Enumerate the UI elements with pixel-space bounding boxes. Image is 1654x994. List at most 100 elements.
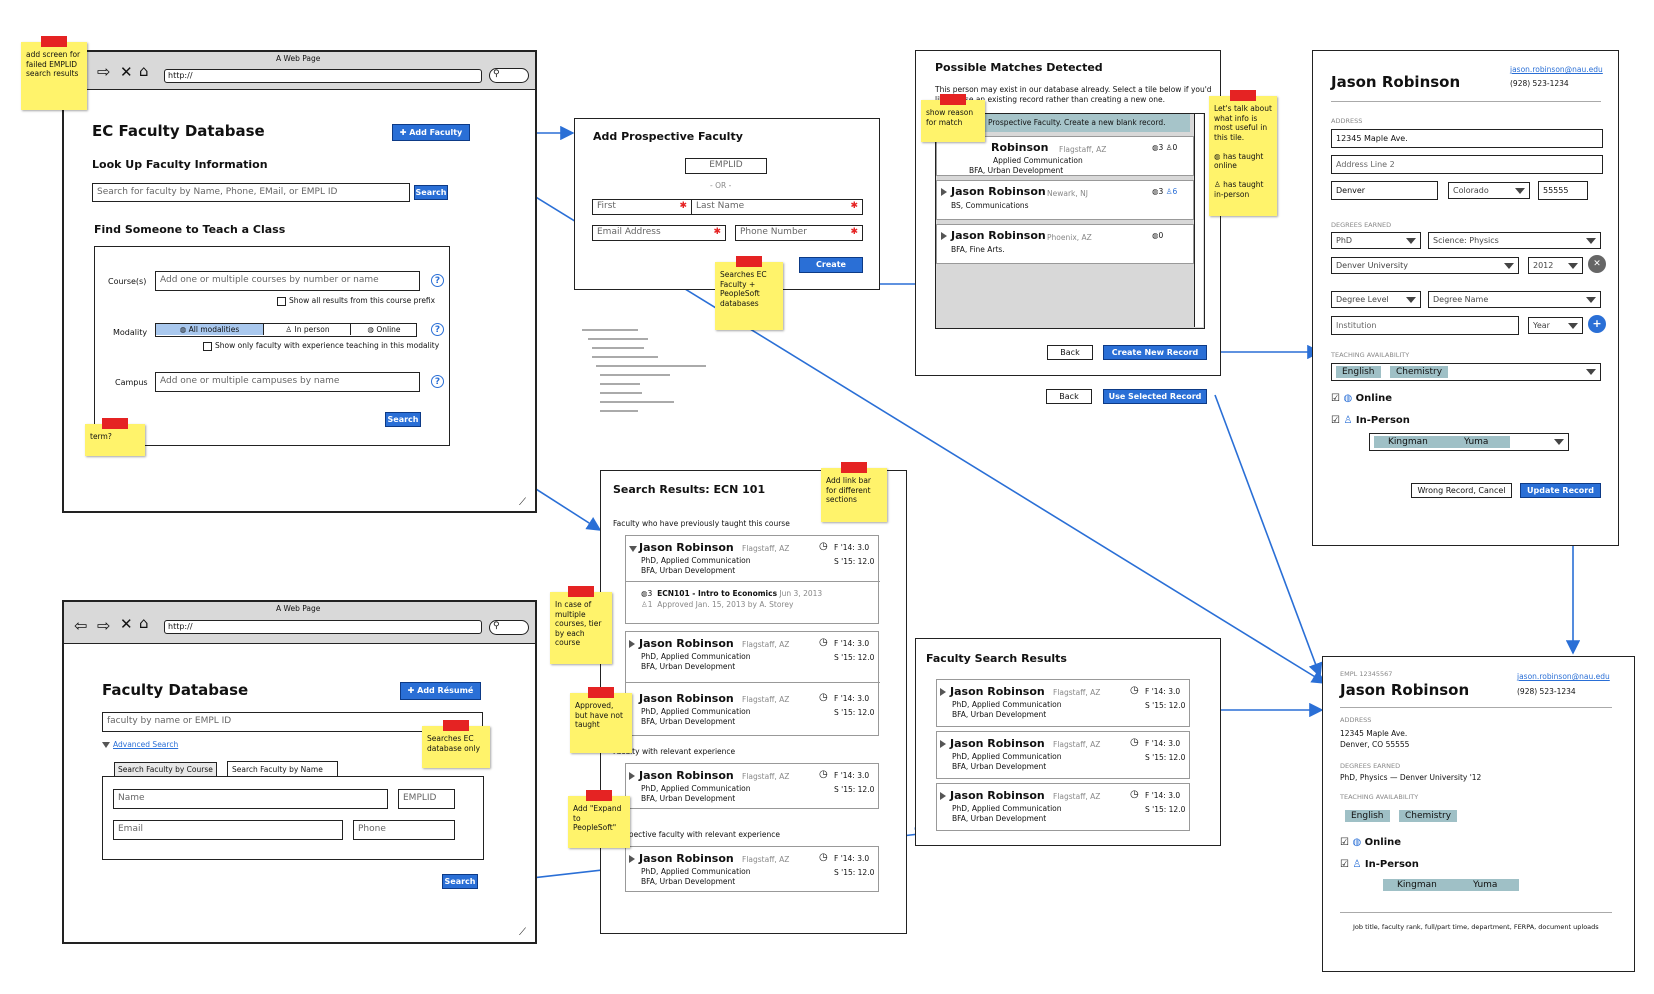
field-select[interactable]: Science: Physics <box>1428 232 1601 249</box>
expand-icon[interactable] <box>941 187 950 197</box>
create-new-record-button[interactable]: Create New Record <box>1103 345 1207 360</box>
degree-level-select[interactable]: Degree Level <box>1331 291 1421 308</box>
result-card[interactable]: Jason Robinson Flagstaff, AZ PhD, Applie… <box>936 731 1190 779</box>
record-email[interactable]: jason.robinson@nau.edu <box>1510 65 1603 74</box>
use-selected-record-button[interactable]: Use Selected Record <box>1103 389 1207 404</box>
create-blank-banner[interactable]: Prospective Faculty. Create a new blank … <box>936 114 1190 132</box>
lookup-search-button[interactable]: Search <box>414 185 448 200</box>
url-bar[interactable]: http:// <box>164 620 482 634</box>
campus-help-icon[interactable]: ? <box>431 375 444 388</box>
email-input[interactable]: Email <box>113 820 343 840</box>
add-faculty-button[interactable]: ✚ Add Faculty <box>392 124 470 141</box>
phone-input[interactable]: Phone <box>353 820 455 840</box>
emplid-input[interactable]: EMPLID <box>685 158 767 174</box>
phone-input[interactable]: Phone Number✱ <box>735 225 863 241</box>
teach-search-button[interactable]: Search <box>385 412 421 427</box>
advanced-search-toggle[interactable]: Advanced Search <box>102 740 178 749</box>
expand-icon[interactable] <box>629 771 638 781</box>
chevron-down-icon[interactable] <box>1554 439 1564 445</box>
browser-search-pill[interactable]: ⚲ <box>489 620 529 635</box>
faculty-search-input[interactable]: Search for faculty by Name, Phone, EMail… <box>92 183 410 202</box>
expand-icon[interactable] <box>940 687 949 697</box>
degree-name-select[interactable]: Degree Name <box>1428 291 1601 308</box>
name-search-button[interactable]: Search <box>442 874 478 889</box>
result-card[interactable]: Jason Robinson Flagstaff, AZ PhD, Applie… <box>936 679 1190 727</box>
result-card[interactable]: Jason Robinson Flagstaff, AZ PhD, Applie… <box>625 763 879 809</box>
tab-search-by-name[interactable]: Search Faculty by Name <box>227 761 338 777</box>
year-select-empty[interactable]: Year <box>1528 317 1583 334</box>
match-row[interactable]: Robinson Flagstaff, AZ ◍3 ♙0 Applied Com… <box>936 136 1194 176</box>
address-line-1[interactable]: 12345 Maple Ave. <box>1331 129 1603 148</box>
name-input[interactable]: Name <box>113 789 388 809</box>
forward-icon[interactable]: ⇨ <box>97 616 111 635</box>
note-text: Add link bar for different sections <box>826 476 871 504</box>
home-icon[interactable]: ⌂ <box>139 614 149 632</box>
prefix-checkbox[interactable]: Show all results from this course prefix <box>277 296 435 306</box>
url-bar[interactable]: http:// <box>164 69 482 83</box>
school-select[interactable]: Denver University <box>1331 257 1519 274</box>
modality-in-person[interactable]: ♙ In person <box>265 324 351 335</box>
zip-input[interactable]: 55555 <box>1538 181 1588 200</box>
scrollbar[interactable] <box>1194 114 1203 327</box>
modality-all[interactable]: ◍ All modalities <box>156 324 264 335</box>
modality-online[interactable]: ◍ Online <box>353 324 415 335</box>
match-row[interactable]: Jason Robinson Phoenix, AZ ◍0 BFA, Fine … <box>936 224 1194 264</box>
back-button-2[interactable]: Back <box>1046 389 1092 404</box>
browser-search-pill[interactable]: ⚲ <box>489 68 529 83</box>
subject-tag[interactable]: Chemistry <box>1390 366 1449 378</box>
subject-picker[interactable]: English Chemistry <box>1331 363 1601 381</box>
campus-tag[interactable]: Kingman <box>1374 436 1442 448</box>
expand-icon[interactable] <box>940 739 949 749</box>
modality-checkbox[interactable]: Show only faculty with experience teachi… <box>203 341 439 351</box>
campus-input[interactable]: Add one or multiple campuses by name <box>155 372 420 392</box>
back-icon[interactable]: ⇦ <box>74 616 88 635</box>
campus-picker[interactable]: Kingman Yuma <box>1369 433 1569 451</box>
add-resume-button[interactable]: ✚ Add Résumé <box>400 682 481 700</box>
match-row[interactable]: Jason Robinson Newark, NJ ◍3 ♙6 BS, Comm… <box>936 180 1194 220</box>
result-card[interactable]: Jason Robinson Flagstaff, AZ PhD, Applie… <box>625 846 879 892</box>
campus-tag[interactable]: Yuma <box>1442 436 1511 448</box>
resize-grip-icon[interactable]: ⟋ <box>519 497 526 508</box>
institution-input[interactable]: Institution <box>1331 316 1519 335</box>
create-button[interactable]: Create <box>799 257 863 273</box>
course-input[interactable]: Add one or multiple courses by number or… <box>155 271 420 291</box>
advanced-search-link[interactable]: Advanced Search <box>113 740 179 749</box>
first-name-input[interactable]: First✱ <box>592 199 692 215</box>
stop-icon[interactable]: ✕ <box>120 63 133 81</box>
tab-search-by-course[interactable]: Search Faculty by Course <box>114 762 217 776</box>
emplid-input[interactable]: EMPLID <box>398 789 455 809</box>
resize-grip-icon[interactable]: ⟋ <box>519 927 526 938</box>
city-input[interactable]: Denver <box>1331 181 1438 200</box>
home-icon[interactable]: ⌂ <box>139 62 149 80</box>
profile-email[interactable]: jason.robinson@nau.edu <box>1517 672 1610 681</box>
note-text: show reason for match <box>926 108 974 127</box>
forward-icon[interactable]: ⇨ <box>97 62 111 81</box>
chevron-down-icon[interactable] <box>1586 369 1596 375</box>
state-select[interactable]: Colorado <box>1448 182 1530 199</box>
expand-icon[interactable] <box>629 854 638 864</box>
expand-icon[interactable] <box>940 791 949 801</box>
stop-icon[interactable]: ✕ <box>120 615 133 633</box>
address-line-2[interactable]: Address Line 2 <box>1331 155 1603 174</box>
subject-tag[interactable]: English <box>1336 366 1381 378</box>
expand-icon[interactable] <box>941 231 950 241</box>
last-name-input[interactable]: Last Name✱ <box>691 199 863 215</box>
remove-degree-icon[interactable]: ✕ <box>1588 255 1606 273</box>
inperson-row[interactable]: ☑ ♙ In-Person <box>1331 415 1410 426</box>
modality-toggle[interactable]: ◍ All modalities ♙ In person ◍ Online <box>155 323 417 337</box>
result-card[interactable]: Jason Robinson Flagstaff, AZ PhD, Applie… <box>625 631 880 736</box>
wrong-record-button[interactable]: Wrong Record, Cancel <box>1411 483 1512 498</box>
expand-icon[interactable] <box>629 639 638 649</box>
email-input[interactable]: Email Address✱ <box>592 225 726 241</box>
course-help-icon[interactable]: ? <box>431 274 444 287</box>
result-card[interactable]: Jason Robinson Flagstaff, AZ PhD, Applie… <box>936 783 1190 831</box>
year-select[interactable]: 2012 <box>1528 257 1583 274</box>
add-degree-icon[interactable]: + <box>1588 315 1606 333</box>
faculty-name-search[interactable]: faculty by name or EMPL ID <box>102 712 483 732</box>
back-button[interactable]: Back <box>1047 345 1093 360</box>
collapse-icon[interactable] <box>629 544 640 554</box>
online-row[interactable]: ☑ ◍ Online <box>1331 393 1392 404</box>
update-record-button[interactable]: Update Record <box>1520 483 1601 498</box>
modality-help-icon[interactable]: ? <box>431 323 444 336</box>
degree-select[interactable]: PhD <box>1331 232 1421 249</box>
